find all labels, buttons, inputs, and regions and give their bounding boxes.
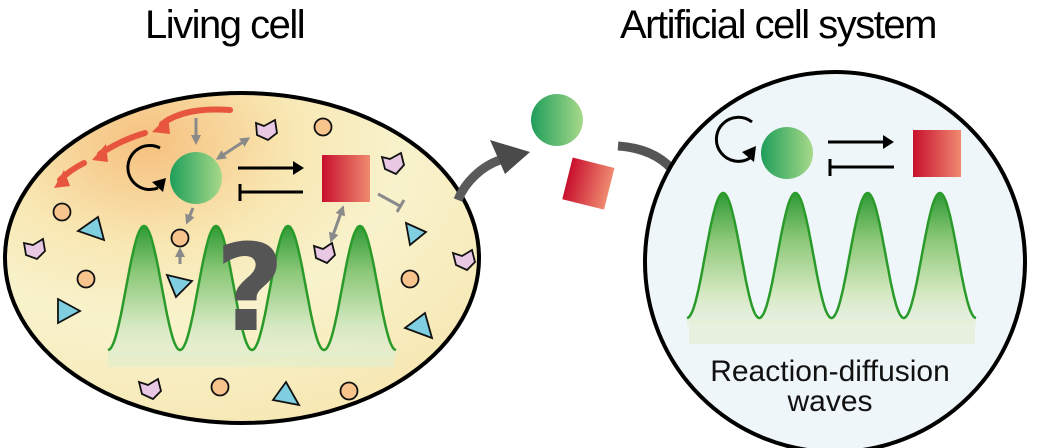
living-cell-title: Living cell — [145, 3, 304, 47]
wave-base — [689, 318, 975, 344]
caption-line-1: Reaction-diffusion — [710, 355, 950, 388]
artificial-cell-title: Artificial cell system — [620, 3, 936, 47]
circle-molecule-icon — [76, 269, 96, 289]
wave-base — [108, 350, 394, 367]
flow-arrowhead-icon — [152, 116, 170, 134]
extract-arrow-icon — [453, 155, 502, 202]
circle-molecule-icon — [400, 269, 420, 289]
caption-line-2: waves — [786, 385, 872, 418]
living-wave-group — [107, 224, 397, 367]
triangle-molecule-icon — [404, 221, 428, 247]
green-protein-icon — [170, 152, 222, 204]
activation-arrowhead-icon — [293, 161, 304, 175]
hexagon-molecule-icon — [380, 151, 405, 176]
hexagon-molecule-icon — [22, 237, 46, 261]
transfer — [453, 94, 690, 210]
interaction-arrow-icon — [185, 207, 195, 225]
circle-molecule-icon — [339, 381, 359, 401]
living-cell: ? — [3, 91, 481, 425]
circle-molecule-icon — [210, 377, 230, 397]
hexagon-molecule-icon — [137, 377, 162, 401]
hexagon-molecule-icon — [312, 241, 336, 265]
free-green-protein-icon — [531, 94, 583, 146]
triangle-molecule-icon — [271, 380, 301, 407]
red-protein-icon — [322, 155, 370, 202]
artificial-wave-group — [686, 191, 977, 344]
triangle-molecule-icon — [403, 311, 434, 340]
red-protein-icon — [913, 130, 961, 177]
crowding-molecules — [22, 117, 476, 407]
triangle-molecule-icon — [57, 297, 82, 325]
extract-arrowhead-icon — [490, 140, 530, 174]
activation-arrowhead-icon — [883, 135, 894, 149]
circle-molecule-icon — [170, 228, 190, 248]
question-mark-icon: ? — [215, 220, 285, 359]
self-activation-loop-icon — [126, 144, 161, 192]
triangle-molecule-icon — [76, 215, 106, 242]
hexagon-molecule-icon — [254, 118, 278, 142]
free-red-protein-icon — [562, 157, 615, 210]
loop-arrowhead-icon — [152, 178, 166, 192]
self-activation-loop-icon — [714, 115, 753, 163]
repression-line-icon — [377, 192, 401, 208]
loop-arrowhead-icon — [742, 146, 756, 162]
interaction-arrow-icon — [328, 205, 346, 243]
triangle-molecule-icon — [165, 273, 194, 299]
circle-molecule-icon — [52, 202, 72, 222]
hexagon-molecule-icon — [451, 248, 476, 272]
wave-line — [107, 224, 397, 352]
artificial-cell: Reaction-diffusion waves — [643, 70, 1027, 448]
repression-bar-icon — [395, 199, 406, 213]
interaction-arrow-icon — [215, 137, 251, 160]
green-protein-icon — [761, 127, 813, 179]
wave-line — [686, 191, 977, 320]
circle-molecule-icon — [313, 117, 333, 137]
flow-arrowhead-icon — [92, 144, 108, 162]
flow-arrowhead-icon — [54, 170, 70, 188]
